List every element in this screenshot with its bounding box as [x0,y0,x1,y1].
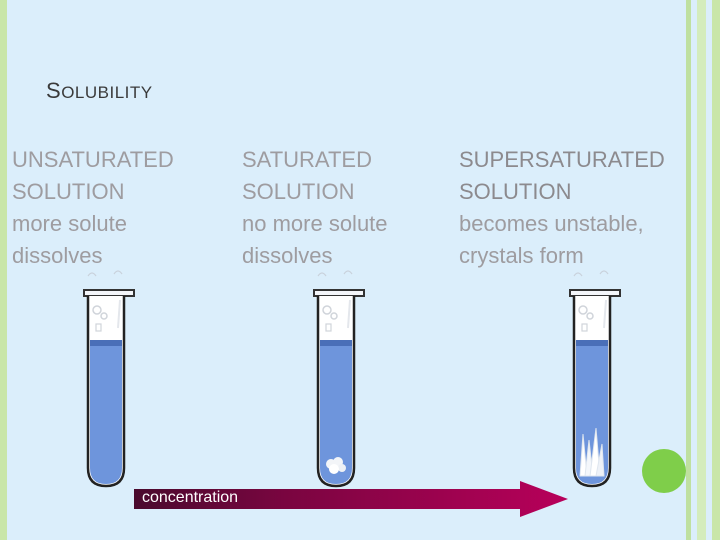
column-heading: SOLUTION [459,176,665,208]
column-heading: UNSATURATED [12,144,174,176]
column-heading: SOLUTION [242,176,388,208]
test-tube-icon [300,268,374,494]
slide-title: SOLUBILITY [46,78,153,104]
saturated-column: SATURATED SOLUTION no more solute dissol… [242,144,388,272]
column-heading: SUPERSATURATED [459,144,665,176]
column-description: becomes unstable, [459,208,665,240]
frame-left-border [0,0,7,540]
column-description: more solute [12,208,174,240]
column-heading: SOLUTION [12,176,174,208]
test-tube-icon [556,268,630,494]
green-circle-icon [642,449,686,493]
frame-right-border [697,0,706,540]
slide-title-initial: S [46,78,61,103]
test-tube-icon [70,268,144,494]
column-heading: SATURATED [242,144,388,176]
frame-right-border [686,0,691,540]
supersaturated-column: SUPERSATURATED SOLUTION becomes unstable… [459,144,665,272]
slide-title-rest: OLUBILITY [61,83,152,102]
column-description: no more solute [242,208,388,240]
arrow-label: concentration [142,489,238,507]
frame-right-border [712,0,720,540]
unsaturated-column: UNSATURATED SOLUTION more solute dissolv… [12,144,174,272]
